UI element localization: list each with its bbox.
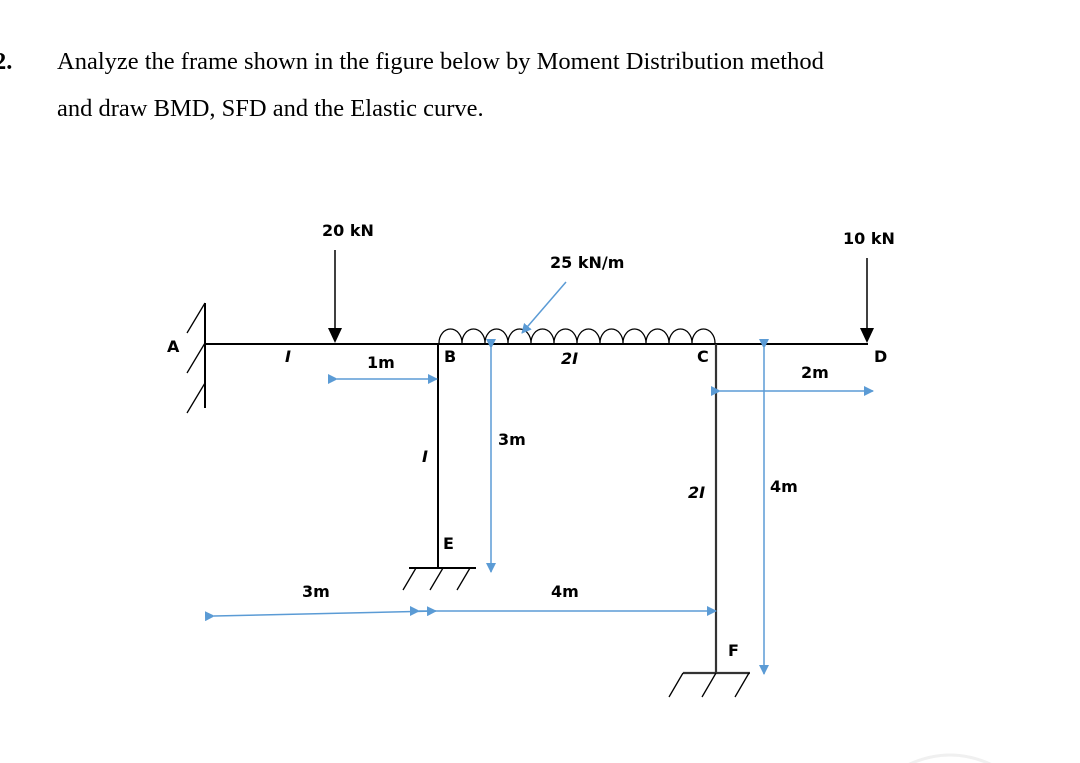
question-line-1: Analyze the frame shown in the figure be…: [57, 48, 824, 75]
stiffness-label-ab: I: [285, 347, 291, 366]
dimension-cf-4m-label: 4m: [770, 477, 798, 496]
node-label-b: B: [444, 347, 456, 366]
dimension-bc-4m-label: 4m: [551, 582, 579, 601]
dimension-1m-label: 1m: [367, 353, 395, 372]
watermark-arc: [908, 753, 992, 763]
point-load-10kn-arrow-icon: [860, 258, 874, 343]
question-number: 2.: [0, 48, 13, 75]
point-load-20kn-label: 20 kN: [322, 221, 374, 240]
node-label-a: A: [167, 337, 180, 356]
dimension-cd-2m-label: 2m: [801, 363, 829, 382]
udl-loops-icon: [438, 328, 716, 344]
dimension-ab-3m-arrow-icon: [204, 606, 437, 622]
udl-pointer-arrow: [521, 281, 567, 334]
node-label-e: E: [443, 534, 454, 553]
question-line-2: and draw BMD, SFD and the Elastic curve.: [57, 95, 484, 122]
fixed-support-f-icon: [668, 671, 750, 698]
stiffness-label-bc: 2I: [561, 349, 578, 368]
dimension-ab-3m-label: 3m: [302, 582, 330, 601]
stiffness-label-be: I: [422, 447, 428, 466]
point-load-10kn-label: 10 kN: [843, 229, 895, 248]
fixed-support-e-icon: [402, 567, 476, 591]
node-label-c: C: [697, 347, 709, 366]
dimension-be-3m-label: 3m: [498, 430, 526, 449]
point-load-20kn-arrow-icon: [328, 250, 342, 343]
stiffness-label-cf: 2I: [688, 483, 705, 502]
node-label-f: F: [728, 641, 739, 660]
node-label-d: D: [874, 347, 887, 366]
udl-load-label: 25 kN/m: [550, 253, 624, 272]
fixed-support-a-icon: [186, 302, 206, 414]
